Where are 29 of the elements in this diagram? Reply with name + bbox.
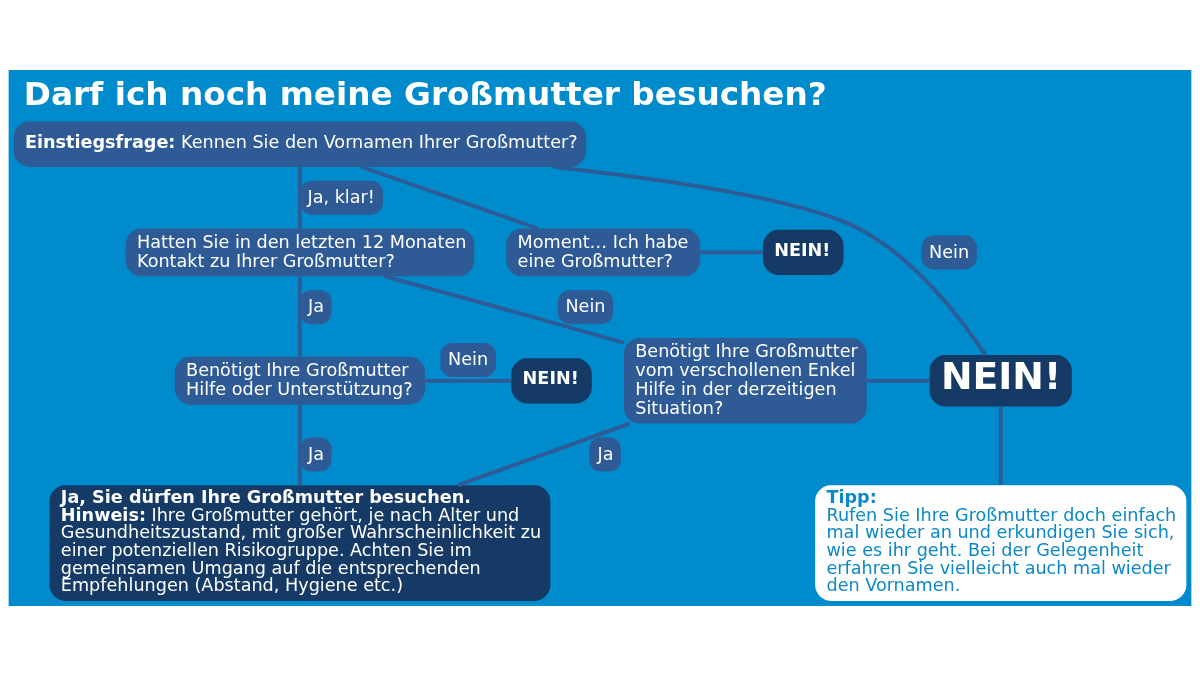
edge-label: Ja	[308, 295, 325, 316]
connector	[298, 404, 302, 485]
node-box: Ja, Sie dürfen Ihre Großmutter besuchen. Hinweis: Ihre Großmutter gehört, je nach Alter und Gesundheitszustand, mit großer Wahrscheinlichkeit zu einer potenziellen Risikogruppe. Achten Sie im gemeinsamen Umgang auf die entsprechenden Empfehlungen (Abstand, Hygiene etc.)	[49, 484, 551, 601]
connector	[384, 274, 625, 345]
connector	[457, 421, 631, 487]
connector	[361, 164, 539, 230]
node-box: NEIN!	[511, 357, 592, 403]
node-box: NEIN!	[762, 229, 844, 275]
connector	[298, 166, 302, 228]
edge-label: Ja, klar!	[307, 186, 375, 207]
edge-label: Nein	[448, 348, 489, 369]
connector	[552, 164, 987, 356]
edge-label: Nein	[929, 241, 970, 262]
edge-label: Ja	[597, 443, 614, 464]
node-box: Moment… Ich habe eine Großmutter?	[506, 228, 701, 276]
connector	[700, 250, 763, 254]
connector	[867, 378, 930, 383]
connector	[298, 276, 302, 357]
node-box: Benötigt Ihre Großmutter vom verschollenen Enkel Hilfe in der derzeitigen Situation?	[623, 337, 867, 424]
node-box: NEIN!	[929, 354, 1072, 407]
edge-label: Ja	[308, 443, 325, 464]
diagram-title: Darf ich noch meine Großmutter besuchen?	[23, 74, 827, 113]
node-box: Einstiegsfrage: Kennen Sie den Vornamen Ihrer Großmutter?	[13, 121, 587, 167]
node-box: Hatten Sie in den letzten 12 Monaten Kontakt zu Ihrer Großmutter?	[125, 228, 475, 276]
node-box: Benötigt Ihre Großmutter Hilfe oder Unterstützung?	[174, 356, 426, 405]
connector	[998, 406, 1003, 485]
edge-label: Nein	[565, 295, 606, 316]
node-box: Tipp: Rufen Sie Ihre Großmutter doch einfach mal wieder an und erkundigen Sie sich, wie es ihr geht. Bei der Gelegenheit erfahren Sie vielleicht auch mal wieder den Vornamen.	[815, 484, 1187, 601]
connector	[425, 378, 511, 383]
